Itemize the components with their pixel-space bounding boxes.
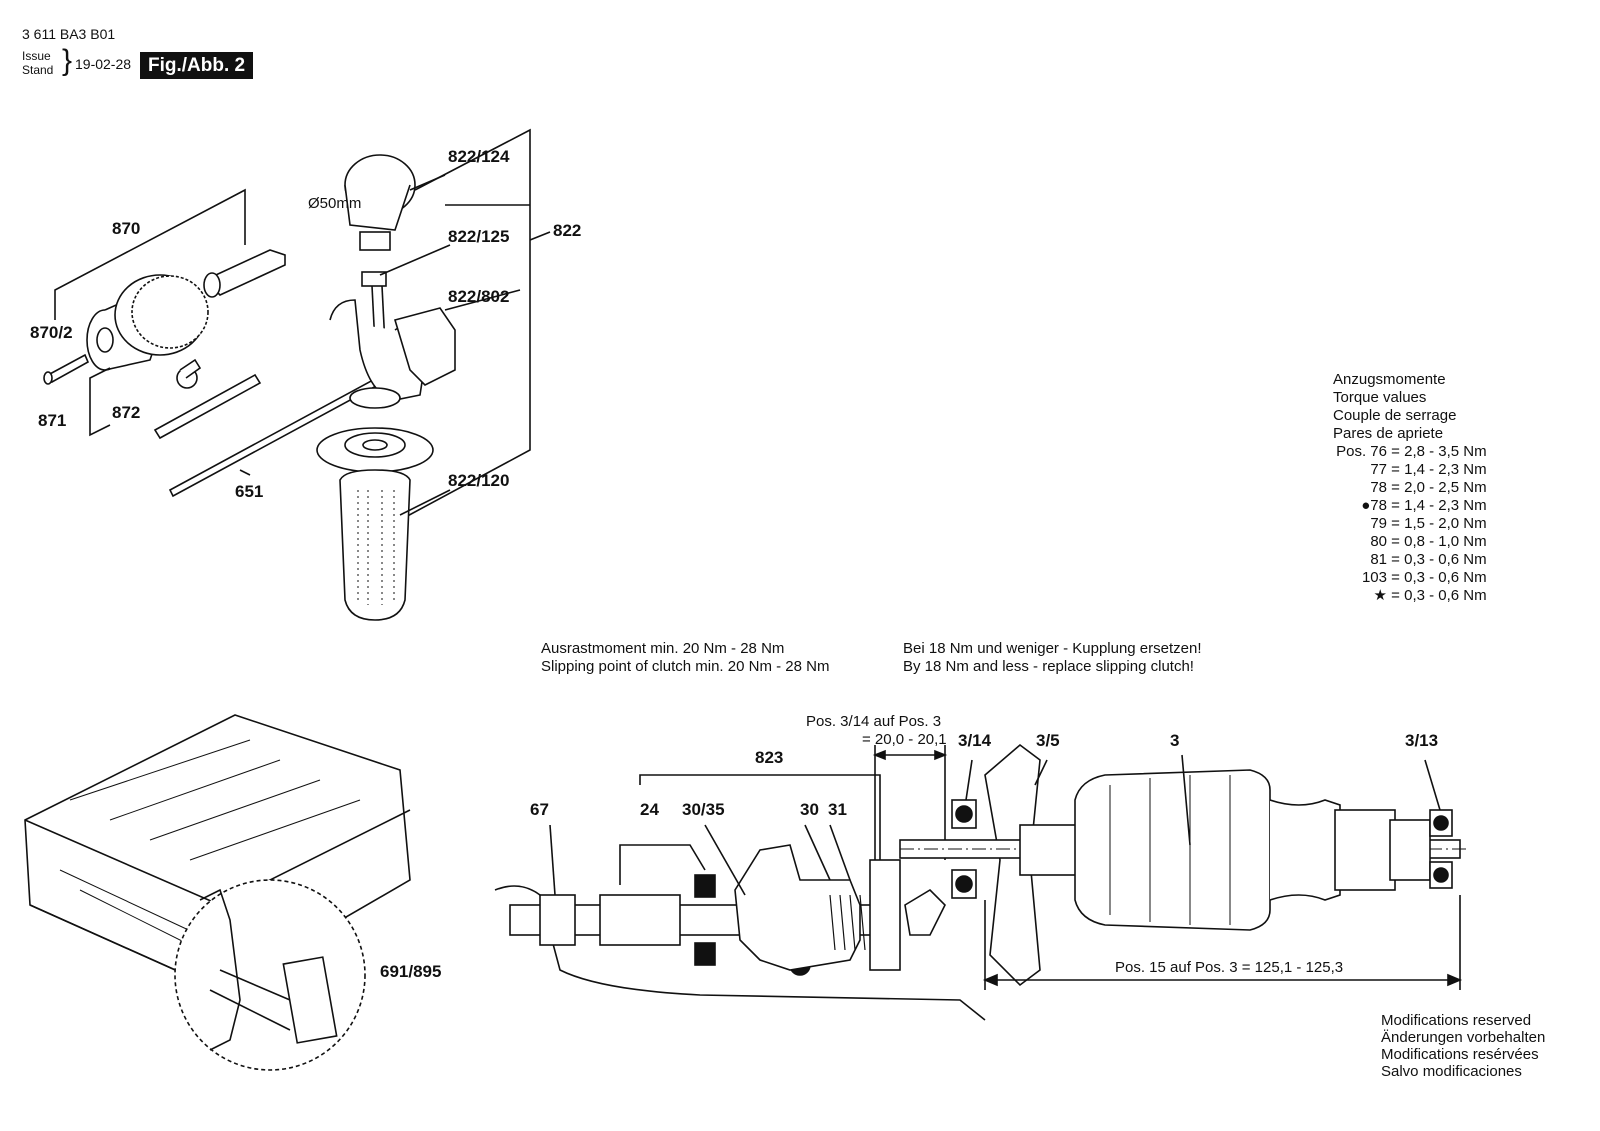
torque-row-equals: = [1387,569,1405,586]
torque-row-equals: = [1387,443,1405,460]
torque-row-equals: = [1387,461,1405,478]
label-3-14: 3/14 [958,731,992,750]
label-24: 24 [640,800,659,819]
torque-row: ●78 = 1,4 - 2,3 Nm [1333,497,1487,515]
issue-date: 19-02-28 [75,56,132,72]
torque-title-en: Torque values [1333,389,1427,406]
label-3: 3 [1170,731,1179,750]
torque-row-pos: ●78 [1361,497,1387,514]
label-870: 870 [112,219,140,238]
torque-row-value: 1,5 - 2,0 Nm [1404,515,1487,532]
modifications-de: Änderungen vorbehalten [1381,1029,1546,1046]
modifications-en: Modifications reserved [1381,1012,1532,1029]
label-30-35: 30/35 [682,800,725,819]
label-870-2: 870/2 [30,323,73,342]
figure-label: Fig./Abb. 2 [140,52,254,79]
brace-glyph: } [62,44,73,77]
torque-row: 103 = 0,3 - 0,6 Nm [1333,569,1487,587]
torque-row-value: 2,0 - 2,5 Nm [1404,479,1487,496]
torque-row-pos: 78 [1370,479,1387,496]
dimension-pos-15: Pos. 15 auf Pos. 3 = 125,1 - 125,3 [1115,959,1343,976]
torque-row-pos: 77 [1370,461,1387,478]
label-3-5: 3/5 [1036,731,1060,750]
replace-note-en: By 18 Nm and less - replace slipping clu… [903,658,1194,675]
torque-row-equals: = [1387,587,1405,604]
label-822: 822 [553,221,581,240]
torque-row-value: 0,3 - 0,6 Nm [1404,569,1487,586]
modifications-fr: Modifications resérvées [1381,1046,1539,1063]
label-67: 67 [530,800,549,819]
torque-values-block: Anzugsmomente Torque values Couple de se… [1333,371,1487,605]
torque-row-pos: ★ [1373,587,1387,604]
torque-row: Pos. 76 = 2,8 - 3,5 Nm [1333,443,1487,461]
label-691-895: 691/895 [380,962,441,981]
torque-row-pos: 81 [1370,551,1387,568]
torque-row-value: 1,4 - 2,3 Nm [1404,497,1487,514]
stand-label: Stand [22,63,54,77]
torque-row-pos: 103 [1361,569,1387,586]
label-872: 872 [112,403,140,422]
torque-row-equals: = [1387,551,1405,568]
doc-number: 3 611 BA3 B01 [22,26,116,42]
replace-note-de: Bei 18 Nm und weniger - Kupplung ersetze… [903,640,1202,657]
torque-row: 81 = 0,3 - 0,6 Nm [1333,551,1487,569]
torque-row-value: 1,4 - 2,3 Nm [1404,461,1487,478]
clutch-section-drawing [494,774,986,1021]
label-651: 651 [235,482,263,501]
label-822-125: 822/125 [448,227,509,246]
torque-row: 78 = 2,0 - 2,5 Nm [1333,479,1487,497]
label-30: 30 [800,800,819,819]
clutch-note-de: Ausrastmoment min. 20 Nm - 28 Nm [541,640,785,657]
modifications-block: Modifications reserved Änderungen vorbeh… [1381,1012,1545,1080]
armature-drawing [872,743,1470,990]
label-871: 871 [38,411,66,430]
torque-row-value: 0,3 - 0,6 Nm [1404,551,1487,568]
auxiliary-handle-drawing [316,128,551,621]
torque-title-de: Anzugsmomente [1333,371,1446,388]
label-822-802: 822/802 [448,287,509,306]
torque-row-equals: = [1387,533,1405,550]
torque-row-equals: = [1387,479,1405,496]
torque-row-pos: Pos. 76 [1336,443,1387,460]
label-822-120: 822/120 [448,471,509,490]
label-31: 31 [828,800,847,819]
torque-row-pos: 80 [1370,533,1387,550]
torque-row: 80 = 0,8 - 1,0 Nm [1333,533,1487,551]
dimension-pos-3-14-value: = 20,0 - 20,1 [862,731,947,748]
torque-row-value: 2,8 - 3,5 Nm [1404,443,1487,460]
torque-row-value: 0,3 - 0,6 Nm [1404,587,1487,604]
torque-row-pos: 79 [1370,515,1387,532]
torque-row: ★ = 0,3 - 0,6 Nm [1333,587,1487,605]
modifications-es: Salvo modificaciones [1381,1063,1522,1080]
torque-row: 77 = 1,4 - 2,3 Nm [1333,461,1487,479]
label-823: 823 [755,748,783,767]
label-822-124: 822/124 [448,147,510,166]
torque-row-equals: = [1387,497,1405,514]
carrying-case-drawing [24,714,411,1071]
torque-row-equals: = [1387,515,1405,532]
clutch-note-en: Slipping point of clutch min. 20 Nm - 28… [541,658,830,675]
torque-title-fr: Couple de serrage [1333,407,1457,424]
dimension-pos-3-14: Pos. 3/14 auf Pos. 3 [806,713,941,730]
label-3-13: 3/13 [1405,731,1438,750]
torque-title-es: Pares de apriete [1333,425,1444,442]
issue-label: Issue [22,49,51,63]
label-diameter: Ø50mm [308,195,361,212]
torque-row-value: 0,8 - 1,0 Nm [1404,533,1487,550]
torque-row: 79 = 1,5 - 2,0 Nm [1333,515,1487,533]
